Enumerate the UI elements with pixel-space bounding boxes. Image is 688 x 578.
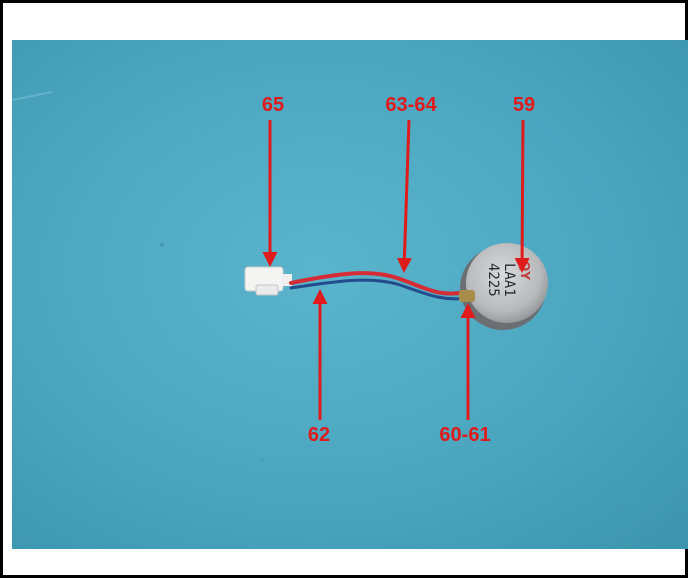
- callout-62: 62: [307, 424, 331, 446]
- motor-label-2: 4225: [485, 263, 501, 297]
- blue-surface: [12, 40, 688, 549]
- arrow-59: [514, 119, 530, 273]
- photo-canvas: LAA1 4225 QY: [12, 40, 688, 549]
- lead-wires: [289, 271, 470, 301]
- motor-logo: QY: [518, 261, 532, 280]
- annotation-arrows: [262, 119, 530, 420]
- arrow-63-64: [396, 119, 412, 273]
- motor-label-1: LAA1: [501, 263, 517, 297]
- callout-59: 59: [512, 94, 536, 116]
- callout-60-61: 60-61: [439, 424, 491, 446]
- connector: [244, 266, 292, 296]
- callout-63-64: 63-64: [385, 94, 437, 116]
- callout-65: 65: [261, 94, 285, 116]
- component-photo: LAA1 4225 QY: [12, 40, 688, 549]
